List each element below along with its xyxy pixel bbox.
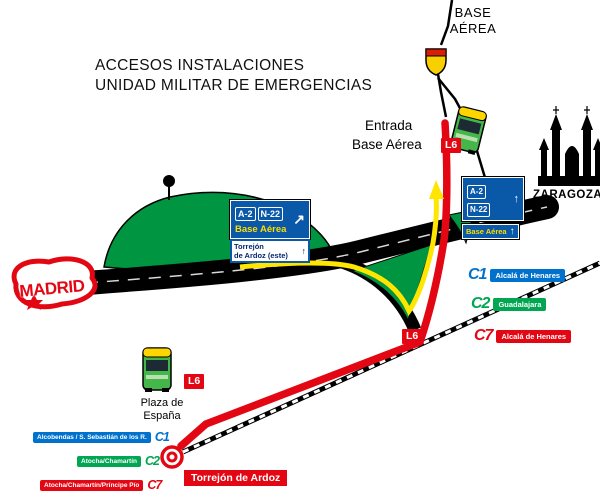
- cathedral-icon: [538, 106, 600, 186]
- l6-badge-route: L6: [402, 329, 423, 344]
- map-title-line1: ACCESOS INSTALACIONES: [95, 57, 305, 74]
- sign-sub-torrejon: Torrejón de Ardoz (este) ↑: [230, 239, 310, 263]
- road-shield-a2: A-2: [467, 185, 486, 199]
- up-arrow-icon: ↑: [301, 245, 307, 256]
- c7-destination: Alcalá de Henares: [496, 329, 572, 343]
- c7-line-logo: C7: [147, 478, 162, 492]
- sign-dest-base-aerea: Base Aérea: [235, 224, 287, 235]
- c2-line-logo: C2: [471, 295, 490, 312]
- bus-icon-plaza: [142, 347, 172, 392]
- sign-sub-line1: Torrejón: [234, 242, 264, 251]
- c1-destination: Alcobendas / S. Sebastián de los R.: [33, 431, 151, 443]
- roadside-tree-icon: [163, 175, 175, 200]
- base-aerea-line2: AÉREA: [449, 21, 497, 36]
- base-road-north: [439, 0, 454, 46]
- c7-line-logo: C7: [474, 327, 493, 344]
- madrid-blob: [11, 256, 98, 310]
- cercanias-east-c2: C2 Guadalajara: [471, 295, 547, 313]
- road-shield-n22: N-22: [257, 207, 284, 221]
- l6-badge-entrance: L6: [441, 138, 462, 153]
- entrance-line2: Base Aérea: [352, 137, 422, 152]
- c1-line-logo: C1: [154, 430, 170, 444]
- base-shield-icon: [425, 48, 447, 76]
- cercanias-west-c1: Alcobendas / S. Sebastián de los R. C1: [33, 430, 170, 444]
- base-road-entrance: [435, 67, 448, 118]
- up-arrow-icon: ↑: [513, 193, 520, 205]
- road-sign-east-panel: A-2N-22 ↑: [462, 177, 524, 221]
- route-arrow-path: [239, 195, 439, 316]
- cercanias-east-c1: C1 Alcalá de Henares: [468, 266, 566, 284]
- cercanias-west-c7: Atocha/Chamartín/Príncipe Pío C7: [40, 478, 162, 492]
- city-label-zaragoza: ZARAGOZA: [533, 189, 600, 201]
- bus-stop-label: Plaza de España: [130, 397, 194, 423]
- map-title-line2: UNIDAD MILITAR DE EMERGENCIAS: [95, 77, 373, 94]
- c1-line-logo: C1: [468, 266, 487, 283]
- highway-centerline: [85, 206, 548, 284]
- l6-route: [177, 119, 451, 450]
- map-title: ACCESOS INSTALACIONES UNIDAD MILITAR DE …: [95, 56, 372, 96]
- railway-ties: [182, 261, 600, 454]
- entrance-label: Entrada Base Aérea: [352, 116, 422, 154]
- c7-destination: Atocha/Chamartín/Príncipe Pío: [40, 479, 144, 491]
- entrance-line1: Entrada: [365, 118, 413, 133]
- c2-destination: Atocha/Chamartín: [77, 455, 141, 467]
- c1-destination: Alcalá de Henares: [490, 268, 566, 282]
- station-spiral-icon: [160, 445, 184, 469]
- cercanias-west-c2: Atocha/Chamartín C2: [77, 454, 160, 468]
- station-name-badge: Torrejón de Ardoz: [184, 470, 288, 486]
- c2-line-logo: C2: [144, 454, 160, 468]
- l6-badge-plaza: L6: [184, 374, 205, 389]
- route-arrow-head: [429, 180, 444, 199]
- cercanias-east-c7: C7 Alcalá de Henares: [474, 327, 572, 345]
- base-aerea-line1: BASE: [454, 5, 492, 20]
- up-arrow-icon: ↑: [509, 226, 515, 237]
- sign-sub-line2: de Ardoz (este): [234, 251, 288, 260]
- road-shield-a2: A-2: [235, 207, 256, 221]
- c2-destination: Guadalajara: [493, 297, 547, 311]
- sign-dest-base-aerea: Base Aérea ↑: [462, 224, 519, 239]
- bus-stop-line1: Plaza de: [140, 397, 184, 409]
- up-right-arrow-icon: ↗: [293, 211, 305, 227]
- road-shield-n22: N-22: [467, 203, 491, 217]
- base-aerea-label: BASE AÉREA: [438, 5, 508, 37]
- bus-stop-line2: España: [143, 410, 181, 422]
- sign-dest-text: Base Aérea: [466, 227, 507, 236]
- road-sign-east: A-2N-22 ↑ Base Aérea ↑: [462, 177, 524, 239]
